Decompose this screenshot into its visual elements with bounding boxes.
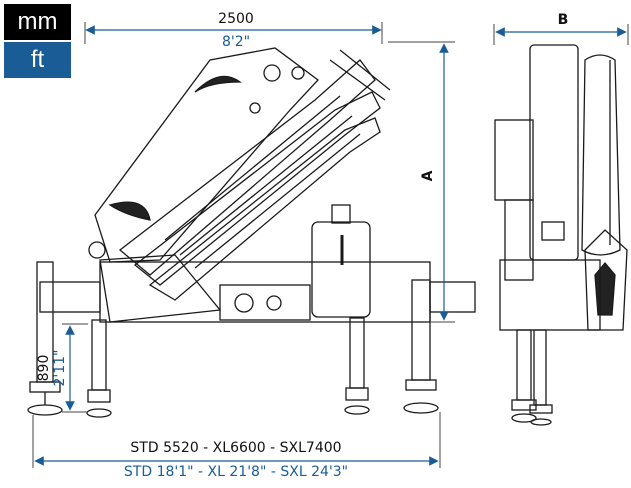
unit-mm-button[interactable]: mm (4, 4, 71, 40)
dim-spread: STD 5520 - XL6600 - SXL7400 STD 18'1" - … (32, 412, 441, 480)
spread-mm-label: STD 5520 - XL6600 - SXL7400 (130, 440, 341, 456)
oil-tank (311, 221, 371, 318)
spread-ft-label: STD 18'1" - XL 21'8" - SXL 24'3" (124, 464, 348, 480)
left-beam (39, 281, 101, 313)
side-boom (529, 44, 579, 261)
crane-front-view (27, 47, 476, 418)
dim-width: 2500 8'2" (84, 11, 383, 50)
stabilizer-right-outer (411, 279, 431, 381)
height-a-label: A (420, 170, 436, 181)
base-port-1 (234, 293, 254, 313)
pivot-top (263, 64, 281, 82)
side-tank (494, 119, 534, 201)
base-frame (99, 261, 431, 323)
side-hook (584, 229, 628, 331)
side-stabilizer-right (533, 329, 547, 406)
stabilizer-right-inner (349, 317, 365, 389)
width-mm-label: 2500 (218, 11, 254, 27)
primary-boom (94, 47, 319, 263)
side-hydraulics (581, 54, 621, 256)
stabilizer-height-ft-label: 2'11" (52, 349, 68, 386)
width-ft-label: 8'2" (222, 34, 250, 50)
side-width-b-label: B (558, 12, 569, 28)
stabilizer-height-mm-label: 890 (36, 355, 52, 382)
column (99, 254, 222, 323)
dim-stabilizer-height: 890 2'11" (36, 323, 88, 413)
pivot-bottom (88, 241, 106, 259)
unit-ft-button[interactable]: ft (4, 42, 71, 78)
side-base (499, 259, 601, 331)
stabilizer-left-inner (91, 319, 107, 391)
crane-side-view (494, 44, 628, 426)
side-stabilizer-left (516, 329, 532, 401)
right-beam (429, 281, 476, 313)
dim-side-width: B (493, 12, 629, 45)
dim-height-a: A (388, 41, 455, 323)
base-port-2 (266, 295, 282, 311)
